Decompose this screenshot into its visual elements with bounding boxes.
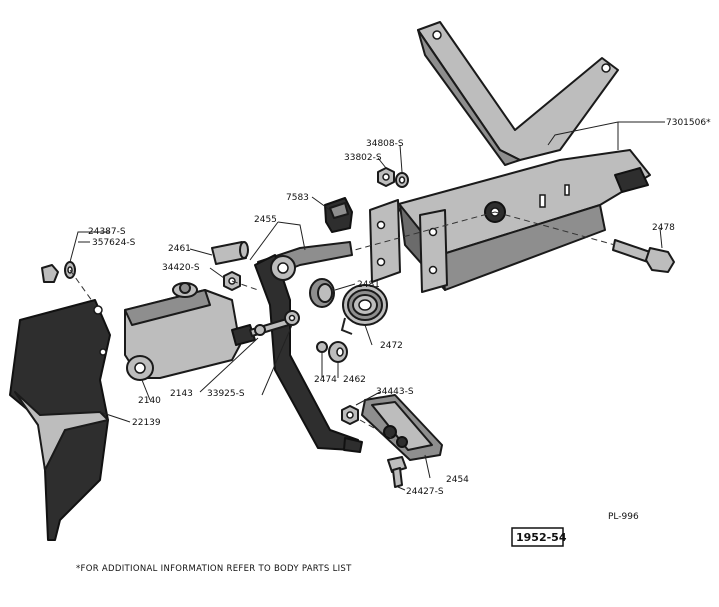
label-2481: 2481 bbox=[357, 280, 380, 290]
label-34443-s: 34443-S bbox=[376, 387, 414, 397]
assembly-line-2 bbox=[231, 280, 259, 291]
clutch-pedal-arm bbox=[254, 241, 363, 453]
label-2140: 2140 bbox=[138, 396, 161, 406]
label-7301506: 7301506* bbox=[666, 118, 711, 128]
plate-code: PL-996 bbox=[608, 512, 639, 522]
pad-bolt bbox=[387, 456, 407, 488]
spring-bushing bbox=[309, 278, 335, 308]
pad-nut bbox=[341, 405, 359, 425]
mounting-bolt bbox=[41, 261, 76, 283]
master-cylinder bbox=[124, 282, 256, 381]
footnote: *FOR ADDITIONAL INFORMATION REFER TO BOD… bbox=[76, 564, 352, 574]
year-box-label: 1952-54 bbox=[516, 531, 567, 544]
year-box: 1952-54 bbox=[511, 527, 567, 547]
label-7583: 7583 bbox=[286, 193, 309, 203]
pedal-bushing bbox=[211, 241, 249, 265]
small-nut bbox=[223, 271, 241, 291]
pedal-bumper bbox=[324, 197, 353, 233]
label-33925-s: 33925-S bbox=[207, 389, 245, 399]
pedal-pad bbox=[361, 394, 443, 461]
label-2462: 2462 bbox=[343, 375, 366, 385]
label-24387-s: 24387-S bbox=[88, 227, 126, 237]
label-2455: 2455 bbox=[254, 215, 277, 225]
part-labels: 7301506* 34808-S 33802-S 7583 2455 2478 … bbox=[88, 118, 711, 522]
pedal-support-bracket bbox=[369, 21, 651, 293]
label-34420-s: 34420-S bbox=[162, 263, 200, 273]
label-34808-s: 34808-S bbox=[366, 139, 404, 149]
label-24427-s: 24427-S bbox=[406, 487, 444, 497]
assembly-line-3 bbox=[359, 419, 396, 441]
leader-lines bbox=[69, 121, 665, 491]
assembly-line-1 bbox=[69, 269, 96, 306]
nut-and-washer bbox=[377, 167, 409, 188]
label-2472: 2472 bbox=[380, 341, 403, 351]
pedal-shield bbox=[9, 299, 111, 541]
return-spring bbox=[340, 284, 388, 335]
label-357624-s: 357624-S bbox=[92, 238, 136, 248]
label-2454: 2454 bbox=[446, 475, 469, 485]
label-22139: 22139 bbox=[132, 418, 161, 428]
push-rod bbox=[249, 310, 300, 337]
label-2143: 2143 bbox=[170, 389, 193, 399]
label-2461: 2461 bbox=[168, 244, 191, 254]
label-2474: 2474 bbox=[314, 375, 337, 385]
label-2478: 2478 bbox=[652, 223, 675, 233]
pivot-bolt bbox=[612, 239, 675, 273]
label-33802-s: 33802-S bbox=[344, 153, 382, 163]
